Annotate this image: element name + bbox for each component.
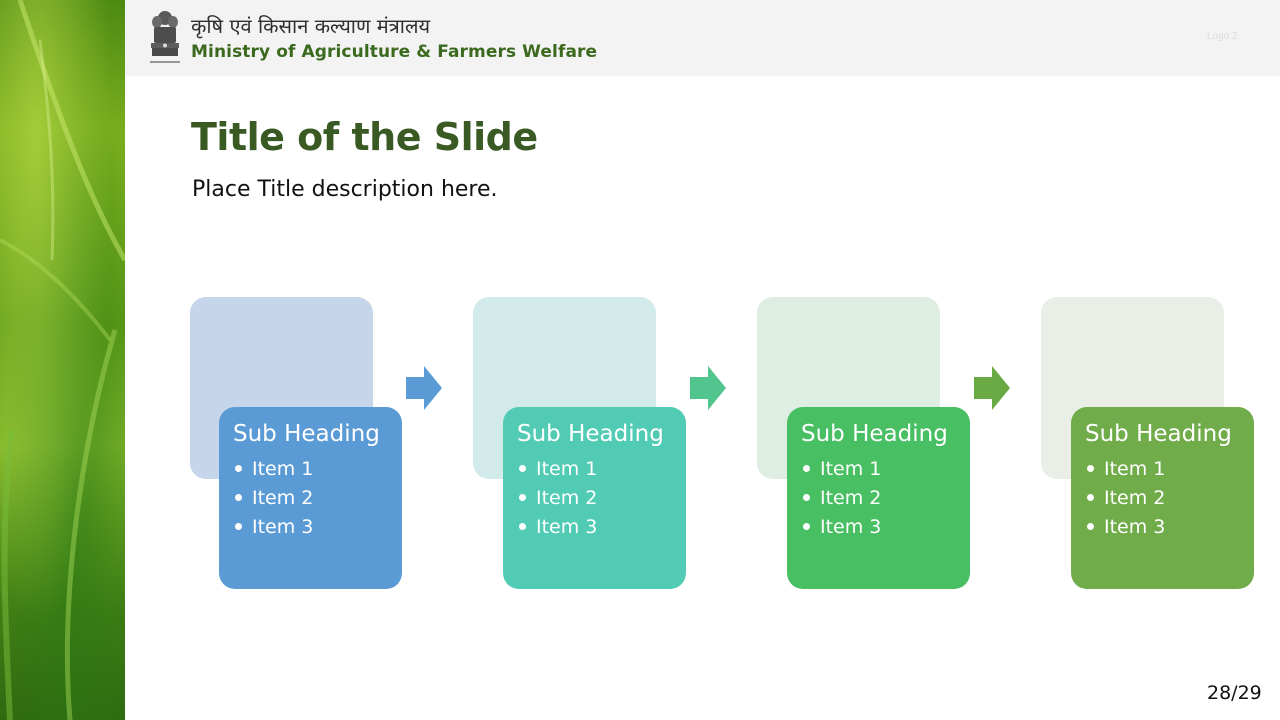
list-item: Item 2 [801, 484, 970, 513]
slide-title: Title of the Slide [191, 115, 538, 159]
stage-1-card: Sub Heading Item 1 Item 2 Item 3 [219, 407, 402, 589]
list-item: Item 1 [517, 455, 686, 484]
right-arrow-icon [690, 366, 726, 410]
stage-4-card: Sub Heading Item 1 Item 2 Item 3 [1071, 407, 1254, 589]
list-item: Item 1 [1085, 455, 1254, 484]
stage-3-heading: Sub Heading [801, 421, 948, 447]
list-item: Item 2 [233, 484, 402, 513]
list-item: Item 2 [1085, 484, 1254, 513]
stage-4-item-list: Item 1 Item 2 Item 3 [1085, 455, 1254, 542]
stage-2-item-list: Item 1 Item 2 Item 3 [517, 455, 686, 542]
logo-placeholder: Logo 2 [1207, 31, 1238, 42]
list-item: Item 3 [801, 513, 970, 542]
stage-2-card: Sub Heading Item 1 Item 2 Item 3 [503, 407, 686, 589]
list-item: Item 2 [517, 484, 686, 513]
org-name-hindi: कृषि एवं किसान कल्याण मंत्रालय [191, 14, 431, 38]
slide-description: Place Title description here. [192, 177, 498, 202]
list-item: Item 1 [801, 455, 970, 484]
stage-4-heading: Sub Heading [1085, 421, 1232, 447]
header-bar: कृषि एवं किसान कल्याण मंत्रालय Ministry … [125, 0, 1280, 76]
stage-1-item-list: Item 1 Item 2 Item 3 [233, 455, 402, 542]
list-item: Item 1 [233, 455, 402, 484]
stage-3-item-list: Item 1 Item 2 Item 3 [801, 455, 970, 542]
list-item: Item 3 [1085, 513, 1254, 542]
org-name-english: Ministry of Agriculture & Farmers Welfar… [191, 42, 598, 62]
decorative-grass-strip [0, 0, 125, 720]
list-item: Item 3 [233, 513, 402, 542]
grass-blades-graphic [0, 0, 125, 720]
national-emblem-icon [147, 8, 183, 66]
stage-2-heading: Sub Heading [517, 421, 664, 447]
right-arrow-icon [406, 366, 442, 410]
right-arrow-icon [974, 366, 1010, 410]
page-number: 28/29 [1207, 682, 1262, 704]
stage-3-card: Sub Heading Item 1 Item 2 Item 3 [787, 407, 970, 589]
stage-1-heading: Sub Heading [233, 421, 380, 447]
list-item: Item 3 [517, 513, 686, 542]
